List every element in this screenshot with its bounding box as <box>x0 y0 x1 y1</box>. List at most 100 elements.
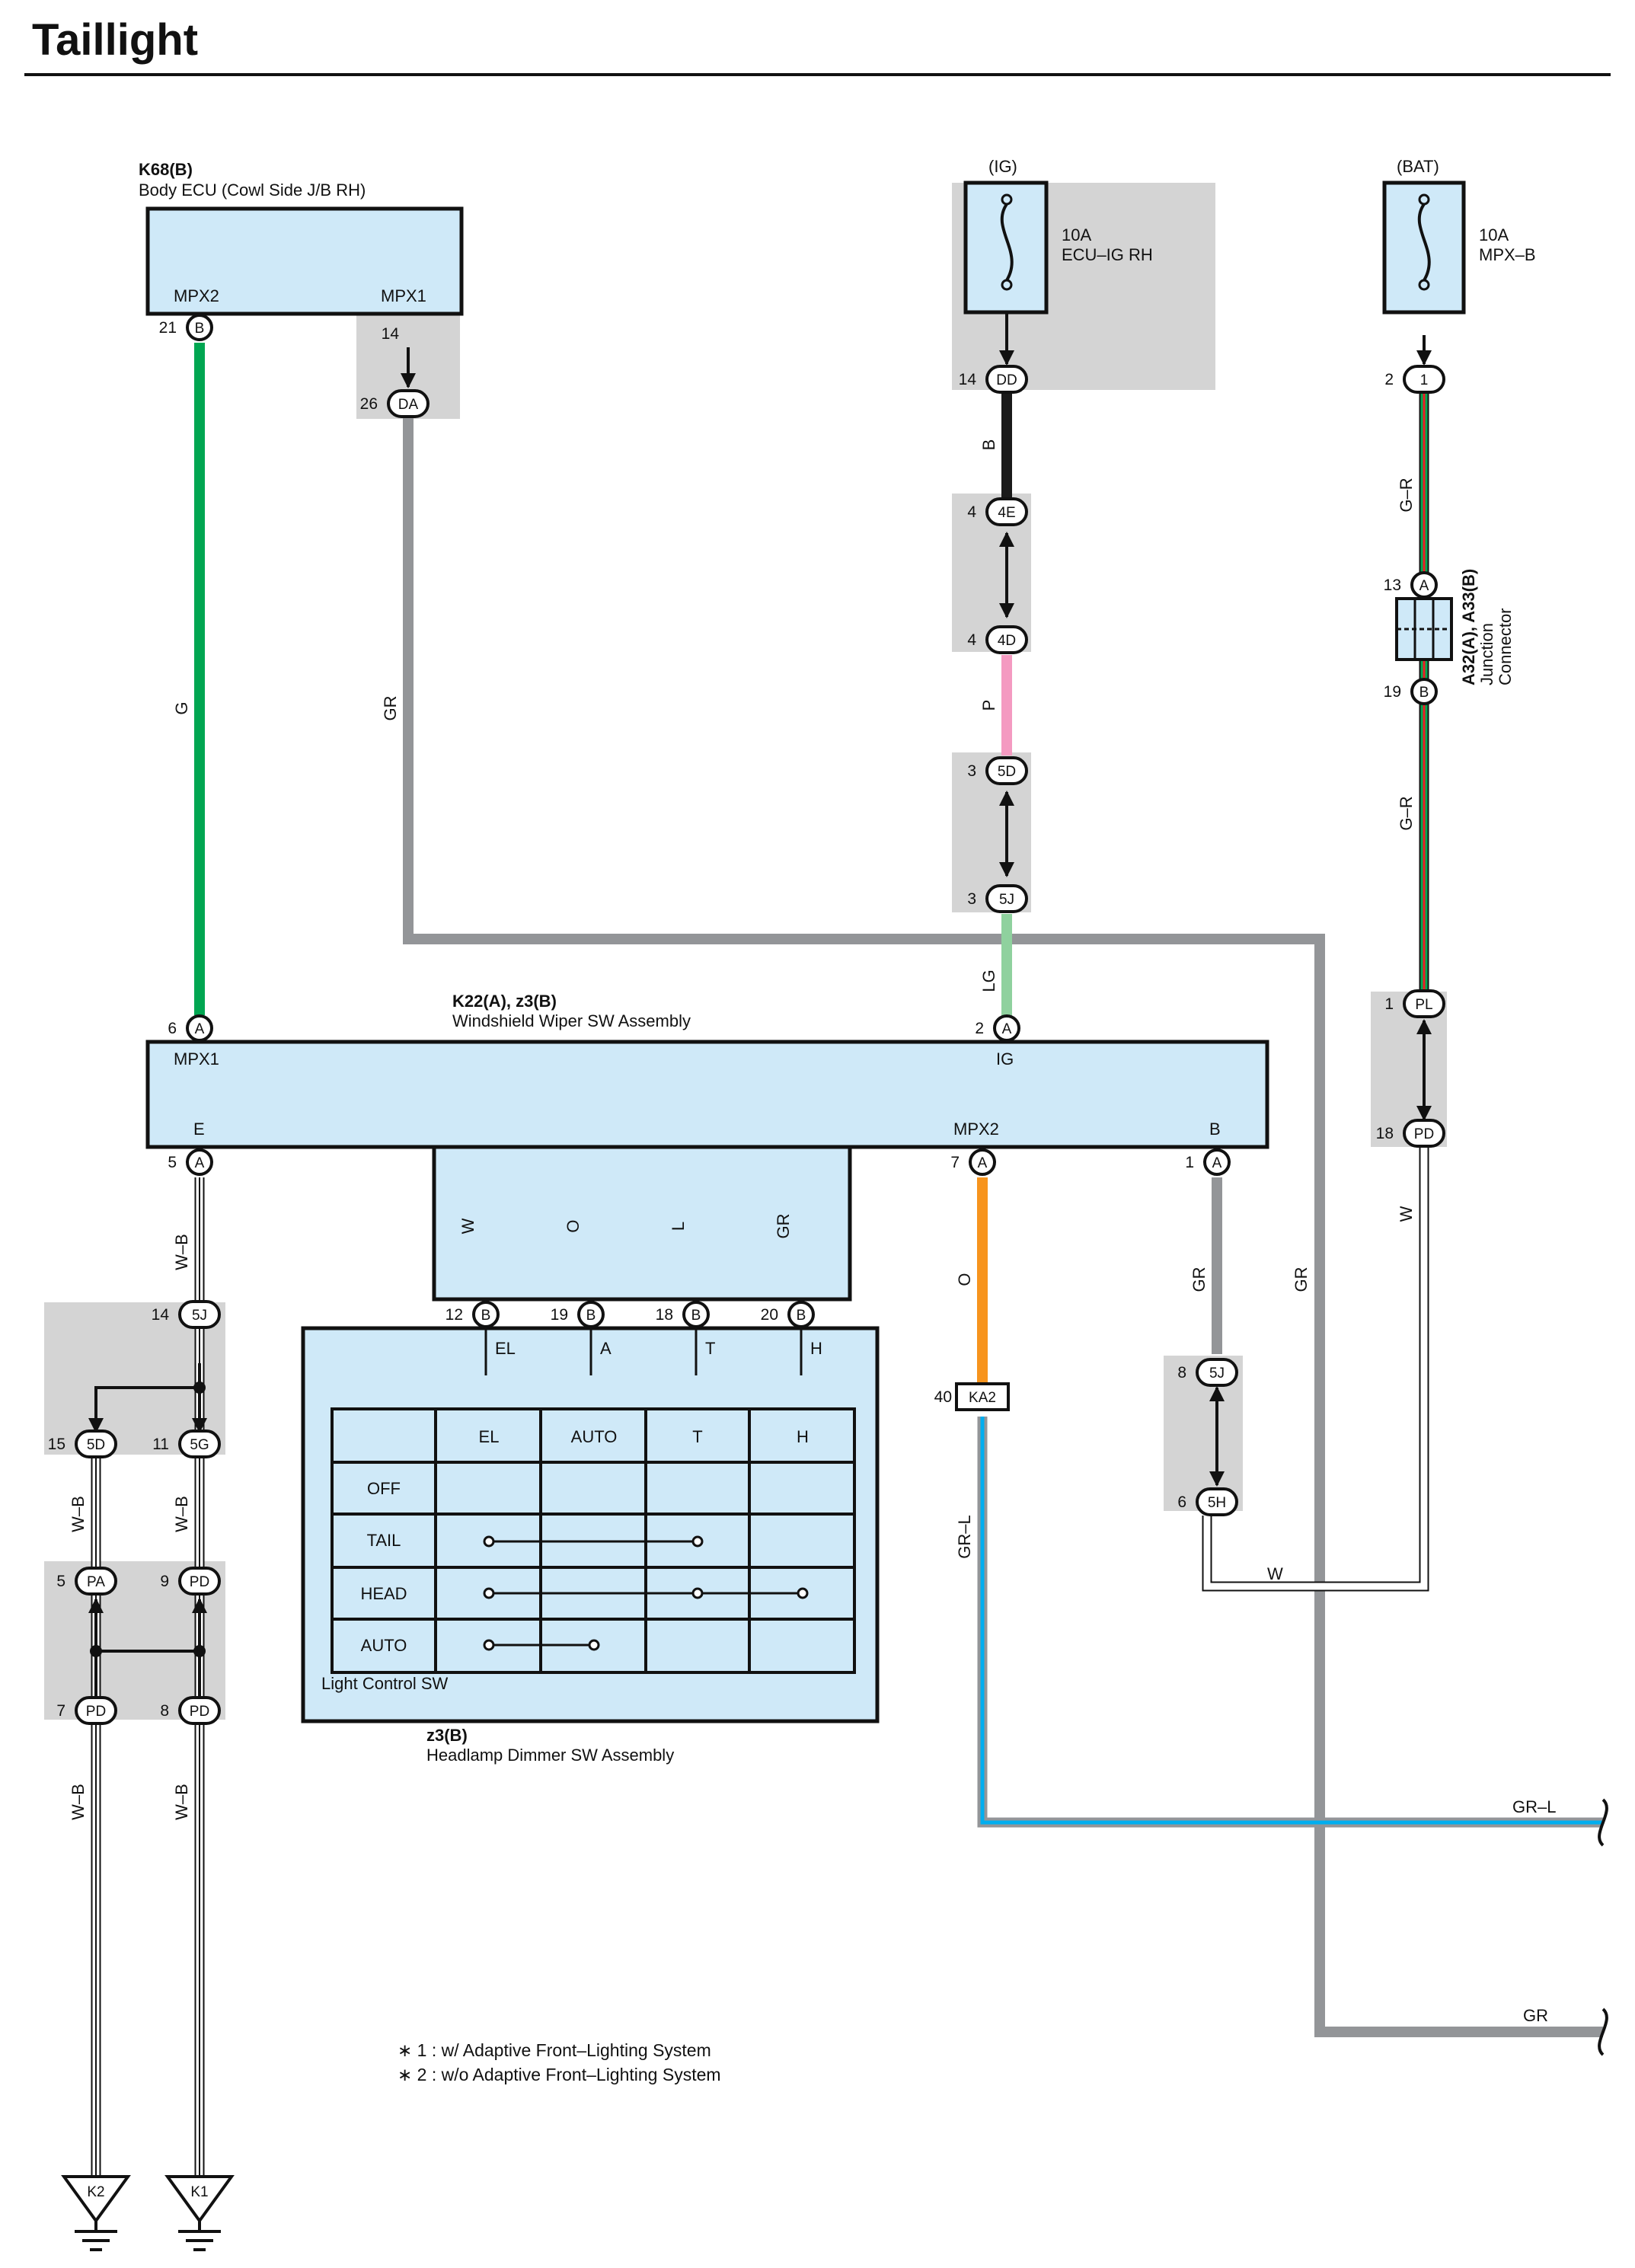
wire-label-gr-1: GR <box>381 696 400 721</box>
connector-pin: 19 <box>1384 683 1401 701</box>
wire-label-gr-5: GR <box>774 1214 793 1239</box>
connector-b-19: B19 <box>551 1301 605 1328</box>
connector-id: PD <box>1414 1126 1434 1142</box>
connector-id: 5D <box>87 1437 105 1453</box>
connector-pin: 14 <box>152 1306 170 1324</box>
switch-pin-lines <box>484 1328 803 1375</box>
switch-continuity <box>483 1535 809 1651</box>
connector-id: PD <box>190 1704 209 1720</box>
table-row-tail: TAIL <box>367 1531 401 1550</box>
wire-label-w-b-4: W–B <box>69 1784 88 1820</box>
connector-b-12: B12 <box>445 1301 500 1328</box>
wire-label-w-3: W <box>458 1218 477 1234</box>
fuse-bat-rating: 10A <box>1479 225 1509 244</box>
dimmer-sw-name: Headlamp Dimmer SW Assembly <box>426 1746 674 1765</box>
connector-jc-19: B 19 <box>1384 678 1438 705</box>
wiper-pin-mpx2: MPX2 <box>953 1120 999 1139</box>
wire-label-gr-3: GR <box>1292 1267 1311 1292</box>
connector-pin: 15 <box>48 1436 65 1453</box>
connector-pin: 5 <box>168 1154 177 1171</box>
switch-pin-t: T <box>705 1339 715 1358</box>
connector-id: 5D <box>998 764 1016 780</box>
connector-id: PA <box>87 1574 105 1590</box>
connector-id: PD <box>86 1704 106 1720</box>
connector-id: B <box>1419 685 1429 701</box>
junction-name-2: Connector <box>1496 608 1515 685</box>
ground-k1 <box>164 2175 235 2251</box>
connector-j5-8: 5J8 <box>1177 1358 1238 1387</box>
connector-id: PD <box>190 1574 209 1590</box>
connector-pin: 1 <box>1384 995 1394 1013</box>
connector-pin: 14 <box>382 325 400 343</box>
connector-pd-9: PD9 <box>160 1567 221 1596</box>
junction-connector <box>1395 597 1453 661</box>
connector-id: B <box>586 1308 596 1324</box>
fuse-bat-icon <box>1417 203 1431 282</box>
connector-pin: 5 <box>56 1573 65 1590</box>
fuse-ig-rating: 10A <box>1062 225 1091 244</box>
wire-label-w-b-2: W–B <box>69 1496 88 1532</box>
connector-pin: 6 <box>168 1020 177 1037</box>
wire-label-w-b-5: W–B <box>172 1784 191 1820</box>
wire-label-b: B <box>979 439 998 451</box>
connector-ecu-14: 14 <box>382 325 400 343</box>
wire-gr-l <box>977 1417 1603 1828</box>
wiper-pin-mpx1: MPX1 <box>174 1049 219 1069</box>
table-row-auto: AUTO <box>361 1636 407 1655</box>
connector-pl-1: PL1 <box>1384 989 1445 1018</box>
connector-pin: 2 <box>1384 371 1394 388</box>
connector-pin: 4 <box>967 631 976 649</box>
wire-w <box>1203 1147 1428 1590</box>
table-row-off: OFF <box>367 1479 401 1498</box>
fuse-ig-icon <box>1000 203 1014 282</box>
wire-label-gr-l-1: GR–L <box>955 1515 974 1558</box>
switch-pin-el: EL <box>495 1339 516 1358</box>
connector-pin: 6 <box>1177 1493 1186 1511</box>
connector-pin: 14 <box>959 371 977 388</box>
fuse-bat-supply: (BAT) <box>1397 157 1439 176</box>
connector-id: KA2 <box>969 1390 996 1406</box>
connector-pin: 40 <box>934 1388 952 1406</box>
connector-pd-7: PD 7 <box>56 1696 117 1725</box>
connector-id: 5J <box>999 892 1014 908</box>
connector-id: 5J <box>1209 1366 1225 1382</box>
connector-j5-3: 5J 3 <box>967 884 1028 913</box>
connector-id: A <box>1419 578 1429 594</box>
connector-ecu-21: B21 <box>159 314 213 341</box>
wire-label-gr-2: GR <box>1190 1267 1209 1292</box>
connector-id: 5H <box>1208 1495 1226 1511</box>
wiper-sw-lower-box <box>432 1145 852 1302</box>
body-ecu-pin-mpx1: MPX1 <box>381 286 426 305</box>
wire-labels: G GR B P LG G–R G–R W W GR GR O GR–L GR–… <box>69 439 1556 2025</box>
connector-pin: 3 <box>967 890 976 908</box>
connector-ka2-40: KA2 40 <box>934 1382 1010 1411</box>
connector-pin: 7 <box>56 1702 65 1720</box>
note-2: ∗ 2 : w/o Adaptive Front–Lighting System <box>398 2065 721 2084</box>
connector-id: 5G <box>190 1437 209 1453</box>
break-gr-l <box>1598 1798 1608 1847</box>
switch-pin-a: A <box>600 1339 612 1358</box>
wiper-pin-ig: IG <box>996 1049 1014 1069</box>
break-gr <box>1598 2008 1608 2056</box>
connector-pin: 4 <box>967 503 976 521</box>
wire-label-w-b-3: W–B <box>172 1496 191 1532</box>
connector-id: 1 <box>1420 372 1429 388</box>
connector-b-18: B18 <box>656 1301 710 1328</box>
connector-jc-13: A13 <box>1384 571 1438 599</box>
connector-pa-5: PA 5 <box>56 1567 117 1596</box>
connector-id: 5J <box>192 1308 207 1324</box>
connector-w-5: A5 <box>168 1148 213 1176</box>
connector-id: B <box>195 321 205 337</box>
connector-id: 4D <box>998 633 1016 649</box>
connector-pin: 8 <box>160 1702 169 1720</box>
connector-id: A <box>978 1155 988 1171</box>
note-1: ∗ 1 : w/ Adaptive Front–Lighting System <box>398 2040 711 2060</box>
fuse-bat-name: MPX–B <box>1479 245 1536 264</box>
connector-pin: 2 <box>975 1020 984 1037</box>
dimmer-sw-ref: z3(B) <box>426 1726 468 1745</box>
ground-k1-label: K1 <box>190 2184 208 2200</box>
table-col-h: H <box>797 1427 809 1446</box>
